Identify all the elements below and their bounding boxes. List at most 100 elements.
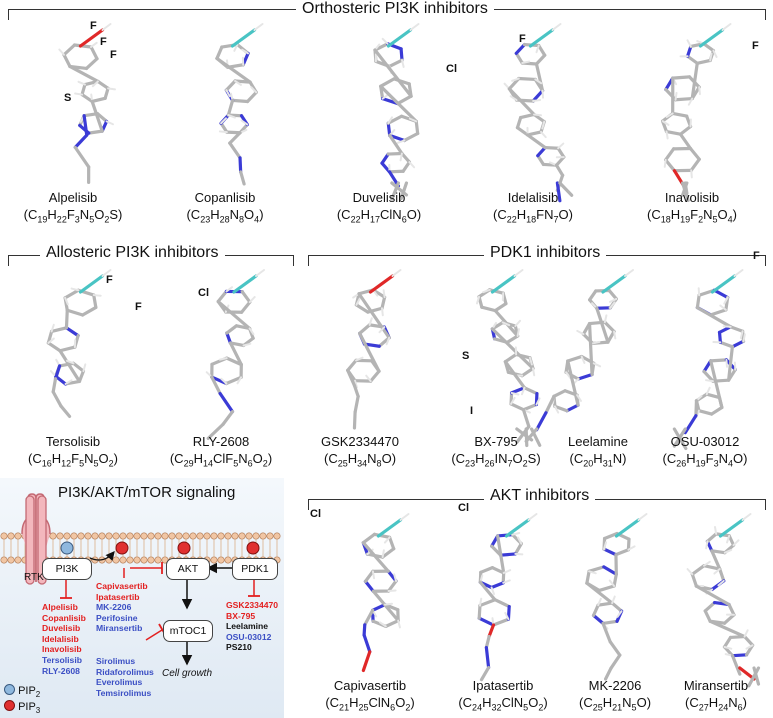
- drug-list-item: GSK2334470: [226, 600, 279, 610]
- copanlisib-caption: Copanlisib (C23H28N8O4): [152, 190, 298, 229]
- signaling-panel: PI3K/AKT/mTOR signaling RTK PI3K AKT PDK…: [0, 478, 284, 718]
- drug-formula: (C21H25ClN6O2): [325, 695, 415, 713]
- miransertib-caption: Miransertib (C27H24N6): [660, 678, 772, 717]
- drug-list-item: BX-795: [226, 610, 256, 621]
- pip2-marker: [60, 541, 74, 555]
- drug-list-item: Ipatasertib: [96, 591, 140, 602]
- atom-label-cl: Cl: [310, 508, 321, 520]
- drug-name: Ipatasertib: [472, 678, 534, 693]
- pip2-legend-label: PIP: [18, 685, 36, 697]
- rly-2608-structure: [205, 269, 265, 440]
- drug-formula: (C29H14ClF5N6O2): [169, 451, 273, 469]
- leelamine-caption: Leelamine (C20H31N): [548, 434, 648, 473]
- atom-label-s: S: [462, 350, 470, 362]
- pdk1-node: PDK1: [232, 558, 278, 580]
- drug-formula: (C25H21N5O): [578, 695, 652, 713]
- drug-name: Idelalisib: [507, 190, 559, 205]
- mk-2206-caption: MK-2206 (C25H21N5O): [560, 678, 670, 717]
- gsk2334470-caption: GSK2334470 (C25H34N8O): [290, 434, 430, 473]
- drug-name: Capivasertib: [333, 678, 407, 693]
- duvelisib-caption: Duvelisib (C22H17ClN6O): [304, 190, 454, 229]
- pi3k-node: PI3K: [42, 558, 92, 580]
- conversion-arrow: [89, 551, 115, 561]
- drug-name: Miransertib: [683, 678, 749, 693]
- atom-label-f: F: [90, 20, 97, 32]
- pip3-marker: [177, 541, 191, 555]
- drug-formula: (C27H24N6): [685, 695, 747, 713]
- rtk-receptor: [21, 493, 51, 585]
- drug-list-item: RLY-2608: [42, 665, 80, 676]
- drug-list-item: Inavolisib: [42, 644, 82, 655]
- inavolisib-caption: Inavolisib (C18H19F2N5O4): [614, 190, 770, 229]
- ipatasertib-structure: [477, 513, 538, 682]
- drug-formula: (C19H22F3N5O2S): [23, 207, 123, 225]
- orthosteric-title: Orthosteric PI3K inhibitors: [296, 0, 494, 18]
- alpelisib-caption: Alpelisib (C19H22F3N5O2S): [0, 190, 146, 229]
- drug-formula: (C18H19F2N5O4): [646, 207, 738, 225]
- drug-list-item: Copanlisib: [42, 612, 86, 623]
- pdk1-title: PDK1 inhibitors: [484, 244, 607, 262]
- atom-label-f: F: [753, 250, 760, 262]
- drug-list-item: Alpelisib: [42, 602, 78, 612]
- pip2-legend-sub: 2: [35, 690, 41, 700]
- rly-2608-caption: RLY-2608 (C29H14ClF5N6O2): [146, 434, 296, 473]
- drug-formula: (C26H19F3N4O): [662, 451, 748, 469]
- tersolisib-structure: [46, 269, 112, 418]
- atom-label-cl: Cl: [198, 287, 209, 299]
- drug-name: MK-2206: [588, 678, 642, 693]
- drug-formula: (C22H17ClN6O): [336, 207, 422, 225]
- akt-node: AKT: [166, 558, 210, 580]
- osu-03012-structure: [672, 269, 746, 451]
- drug-formula: (C20H31N): [569, 451, 627, 469]
- drug-list-item: Tersolisib: [42, 654, 82, 665]
- drug-formula: (C24H32ClN5O2): [458, 695, 548, 713]
- mk-2206-structure: [585, 513, 648, 681]
- bx-795-caption: BX-795 (C23H26IN7O2S): [426, 434, 566, 473]
- pip3-legend-swatch: [4, 700, 15, 711]
- miransertib-structure: [686, 513, 761, 688]
- atom-label-f: F: [752, 40, 759, 52]
- atom-label-cl: Cl: [446, 63, 457, 75]
- drug-name: Tersolisib: [45, 434, 101, 449]
- drug-name: Copanlisib: [194, 190, 256, 205]
- atom-label-s: S: [64, 92, 72, 104]
- ipatasertib-caption: Ipatasertib (C24H32ClN5O2): [438, 678, 568, 717]
- drug-list-item: Ridaforolimus: [96, 666, 154, 677]
- inavolisib-structure: [661, 23, 732, 202]
- atom-label-cl: Cl: [458, 502, 469, 514]
- drug-list-item: Temsirolimus: [96, 687, 152, 698]
- drug-list-item: OSU-03012: [226, 631, 272, 642]
- drug-name: Inavolisib: [664, 190, 720, 205]
- idelalisib-structure: [503, 23, 574, 203]
- tersolisib-caption: Tersolisib (C16H12F5N5O2): [0, 434, 146, 473]
- signaling-title: PI3K/AKT/mTOR signaling: [58, 484, 236, 501]
- leelamine-structure: [524, 269, 634, 448]
- drug-list-item: PS210: [226, 642, 252, 653]
- drug-name: OSU-03012: [670, 434, 740, 449]
- drug-list-item: Everolimus: [96, 677, 143, 688]
- drug-name: RLY-2608: [192, 434, 250, 449]
- pip3-marker: [246, 541, 260, 555]
- drug-list-item: Idelalisib: [42, 633, 79, 644]
- atom-label-f: F: [135, 301, 142, 313]
- pip3-legend-label: PIP: [18, 701, 36, 713]
- atom-label-f: F: [519, 33, 526, 45]
- pip2-legend-swatch: [4, 684, 15, 695]
- akt-title: AKT inhibitors: [484, 487, 596, 505]
- alpelisib-structure: [58, 23, 116, 185]
- osu-03012-caption: OSU-03012 (C26H19F3N4O): [640, 434, 770, 473]
- drug-list-item: Leelamine: [226, 621, 269, 632]
- bx-795-structure: [475, 269, 542, 447]
- rtk-label: RTK: [24, 572, 44, 583]
- idelalisib-caption: Idelalisib (C22H18FN7O): [458, 190, 608, 229]
- cell-growth-label: Cell growth: [162, 668, 213, 679]
- gsk2334470-structure: [346, 269, 402, 430]
- mtoc1-node: mTOC1: [163, 620, 213, 642]
- drug-name: Alpelisib: [48, 190, 98, 205]
- drug-name: GSK2334470: [320, 434, 400, 449]
- drug-list-item: Sirolimus: [96, 656, 136, 666]
